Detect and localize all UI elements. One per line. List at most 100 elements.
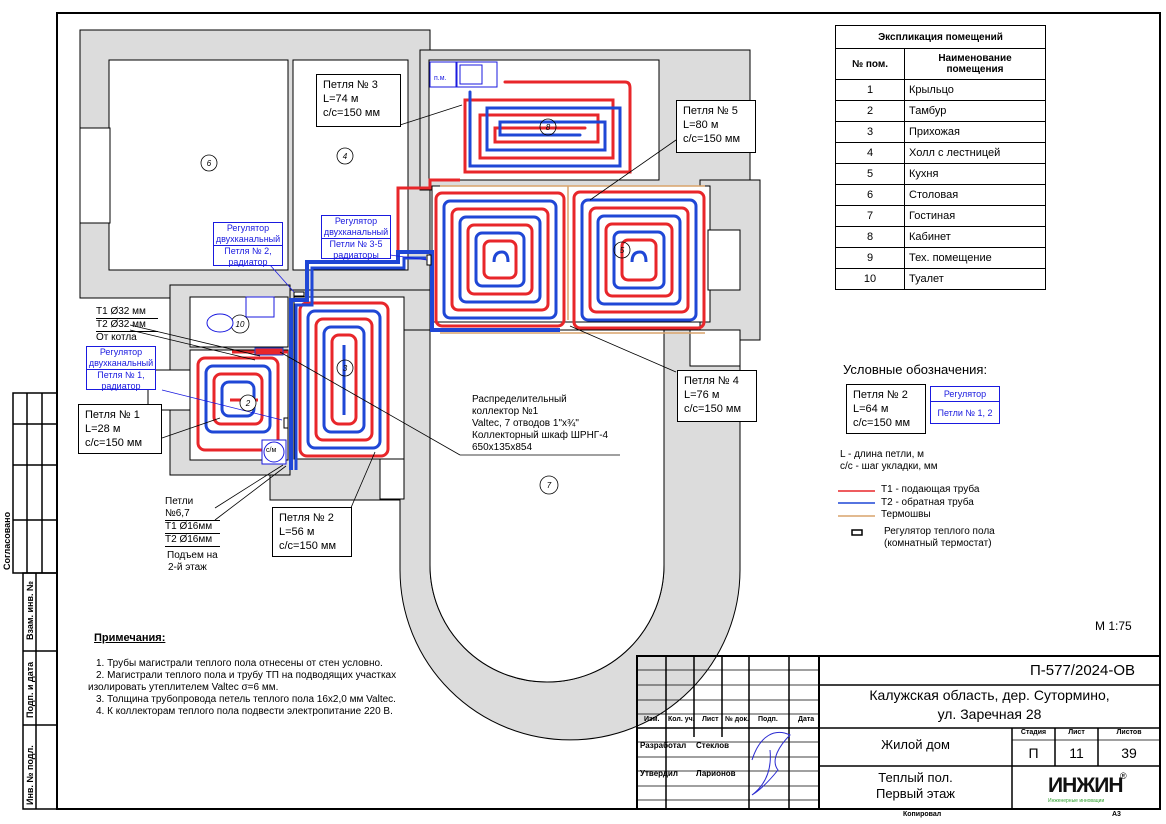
room-marker-2 [239, 394, 257, 412]
note-item: 2. Магистрали теплого пола и трубу ТП на… [88, 670, 397, 693]
loop-1-label: Петля № 1 L=28 м с/с=150 мм [78, 404, 162, 454]
loop-4-pipes [434, 191, 566, 328]
loop-right-pipes [572, 190, 706, 330]
loop-1-pipes [196, 356, 280, 452]
sheet-value: 11 [1069, 745, 1084, 761]
room-number-10: 10 [236, 320, 245, 329]
loop-4-length: L=76 м [684, 389, 720, 401]
company-logo: ИНЖИН ® Инженерные инновации [1048, 771, 1127, 804]
scale-label: М 1:75 [1095, 619, 1132, 633]
room-marker-7 [539, 475, 559, 495]
room-number-5: 5 [620, 246, 625, 255]
explication-title: Экспликация помещений [835, 25, 1046, 49]
loop-2-step: с/с=150 мм [279, 540, 337, 552]
loop-5-step: с/с=150 мм [683, 133, 741, 145]
legend-thermostat-label: Регулятор теплого пола (комнатный термос… [884, 526, 995, 549]
rise-label-1: Подъем на [167, 550, 218, 561]
room-number-3: 3 [343, 364, 348, 373]
note-item: 1. Трубы магистрали теплого пола отнесен… [96, 658, 383, 669]
room-marker-5 [613, 241, 631, 259]
object-name: Жилой дом [881, 737, 950, 752]
loop-5-label: Петля № 5 L=80 м с/с=150 мм [676, 100, 756, 153]
room-number-8: 8 [546, 123, 551, 132]
pm-label: п.м. [434, 75, 447, 82]
collector [254, 347, 284, 356]
side-vzam: Взам. инв. № [25, 580, 35, 640]
collector-annotation: Распределительный коллектор №1 Valtec, 7… [472, 394, 609, 453]
approved-name: Ларионов [696, 769, 736, 778]
developed-role: Разработал [640, 741, 687, 750]
rise-label-2: 2-й этаж [168, 562, 207, 573]
room-number-4: 4 [343, 152, 348, 161]
room-marker-6 [200, 154, 218, 172]
tech-room-fixtures [206, 61, 498, 465]
side-inv: Инв. № подл. [25, 745, 35, 805]
main-pipe-annotations: Т1 Ø32 мм Т2 Ø32 мм От котла [96, 306, 158, 344]
legend-regulator-example: Регулятор Петли № 1, 2 [930, 386, 1000, 424]
stage-value: П [1028, 745, 1039, 761]
loop-5-name: Петля № 5 [683, 105, 738, 117]
wm-label: с/м [266, 447, 277, 454]
logo-text: ИНЖИН [1048, 774, 1123, 797]
loop-1-length: L=28 м [85, 423, 121, 435]
col-header-number: № пом. [835, 48, 905, 80]
copied-label: Копировал [903, 811, 942, 818]
loop-1-step: с/с=150 мм [85, 437, 143, 449]
stage-label: Стадия [1020, 729, 1047, 736]
room-7 [429, 329, 665, 683]
room-number-2: 2 [245, 399, 251, 408]
note-item: 4. К коллекторам теплого пола подвести э… [96, 706, 393, 717]
t2-main-label: Т2 Ø32 мм [96, 319, 158, 332]
legend-title: Условные обозначения: [843, 362, 988, 377]
side-podp: Подп. и дата [25, 661, 35, 718]
document-code: П-577/2024-ОВ [1030, 662, 1136, 679]
side-stamp [12, 392, 58, 810]
notes-list: 1. Трубы магистрали теплого пола отнесен… [88, 658, 408, 718]
format-label: А3 [1112, 811, 1121, 818]
loop-5-pipes [463, 80, 632, 174]
loop-3-name: Петля № 3 [323, 79, 378, 91]
t1-16-label: Т1 Ø16мм [165, 521, 220, 534]
thermal-joints [440, 185, 705, 334]
sheet-label: Лист [1068, 729, 1085, 736]
project-address: Калужская область, дер. Сутормино, ул. З… [869, 687, 1110, 722]
room-explication-table: Экспликация помещений № пом. Наименовани… [835, 25, 1046, 290]
legend-definitions: L - длина петли, м с/с - шаг укладки, мм [840, 449, 938, 472]
room-marker-8 [539, 118, 557, 136]
riser-annotations: Петли №6,7 Т1 Ø16мм Т2 Ø16мм Подъем на 2… [165, 496, 220, 574]
leader-lines [129, 104, 677, 521]
notes-title: Примечания: [94, 632, 166, 644]
loop-4-name: Петля № 4 [684, 375, 739, 387]
room-marker-4 [336, 147, 354, 165]
side-agreed: Согласовано [2, 511, 12, 570]
from-boiler-label: От котла [96, 332, 137, 343]
col-header-name: Наименование помещения [904, 48, 1046, 80]
loop-2-name: Петля № 2 [279, 512, 334, 524]
room-marker-3 [336, 359, 354, 377]
loop-3-step: с/с=150 мм [323, 107, 381, 119]
sheet-title: Теплый пол. Первый этаж [875, 770, 955, 801]
room-number-7: 7 [547, 481, 552, 490]
loop-3-pipes [298, 301, 390, 458]
logo-subtitle: Инженерные инновации [1048, 798, 1105, 804]
sheets-value: 39 [1121, 745, 1137, 761]
legend-line-labels: Т1 - подающая труба Т2 - обратная труба … [881, 484, 980, 520]
loop-5-length: L=80 м [683, 119, 719, 131]
sheets-label: Листов [1116, 729, 1142, 736]
developed-name: Стеклов [696, 741, 730, 750]
loop-3-length: L=74 м [323, 93, 359, 105]
